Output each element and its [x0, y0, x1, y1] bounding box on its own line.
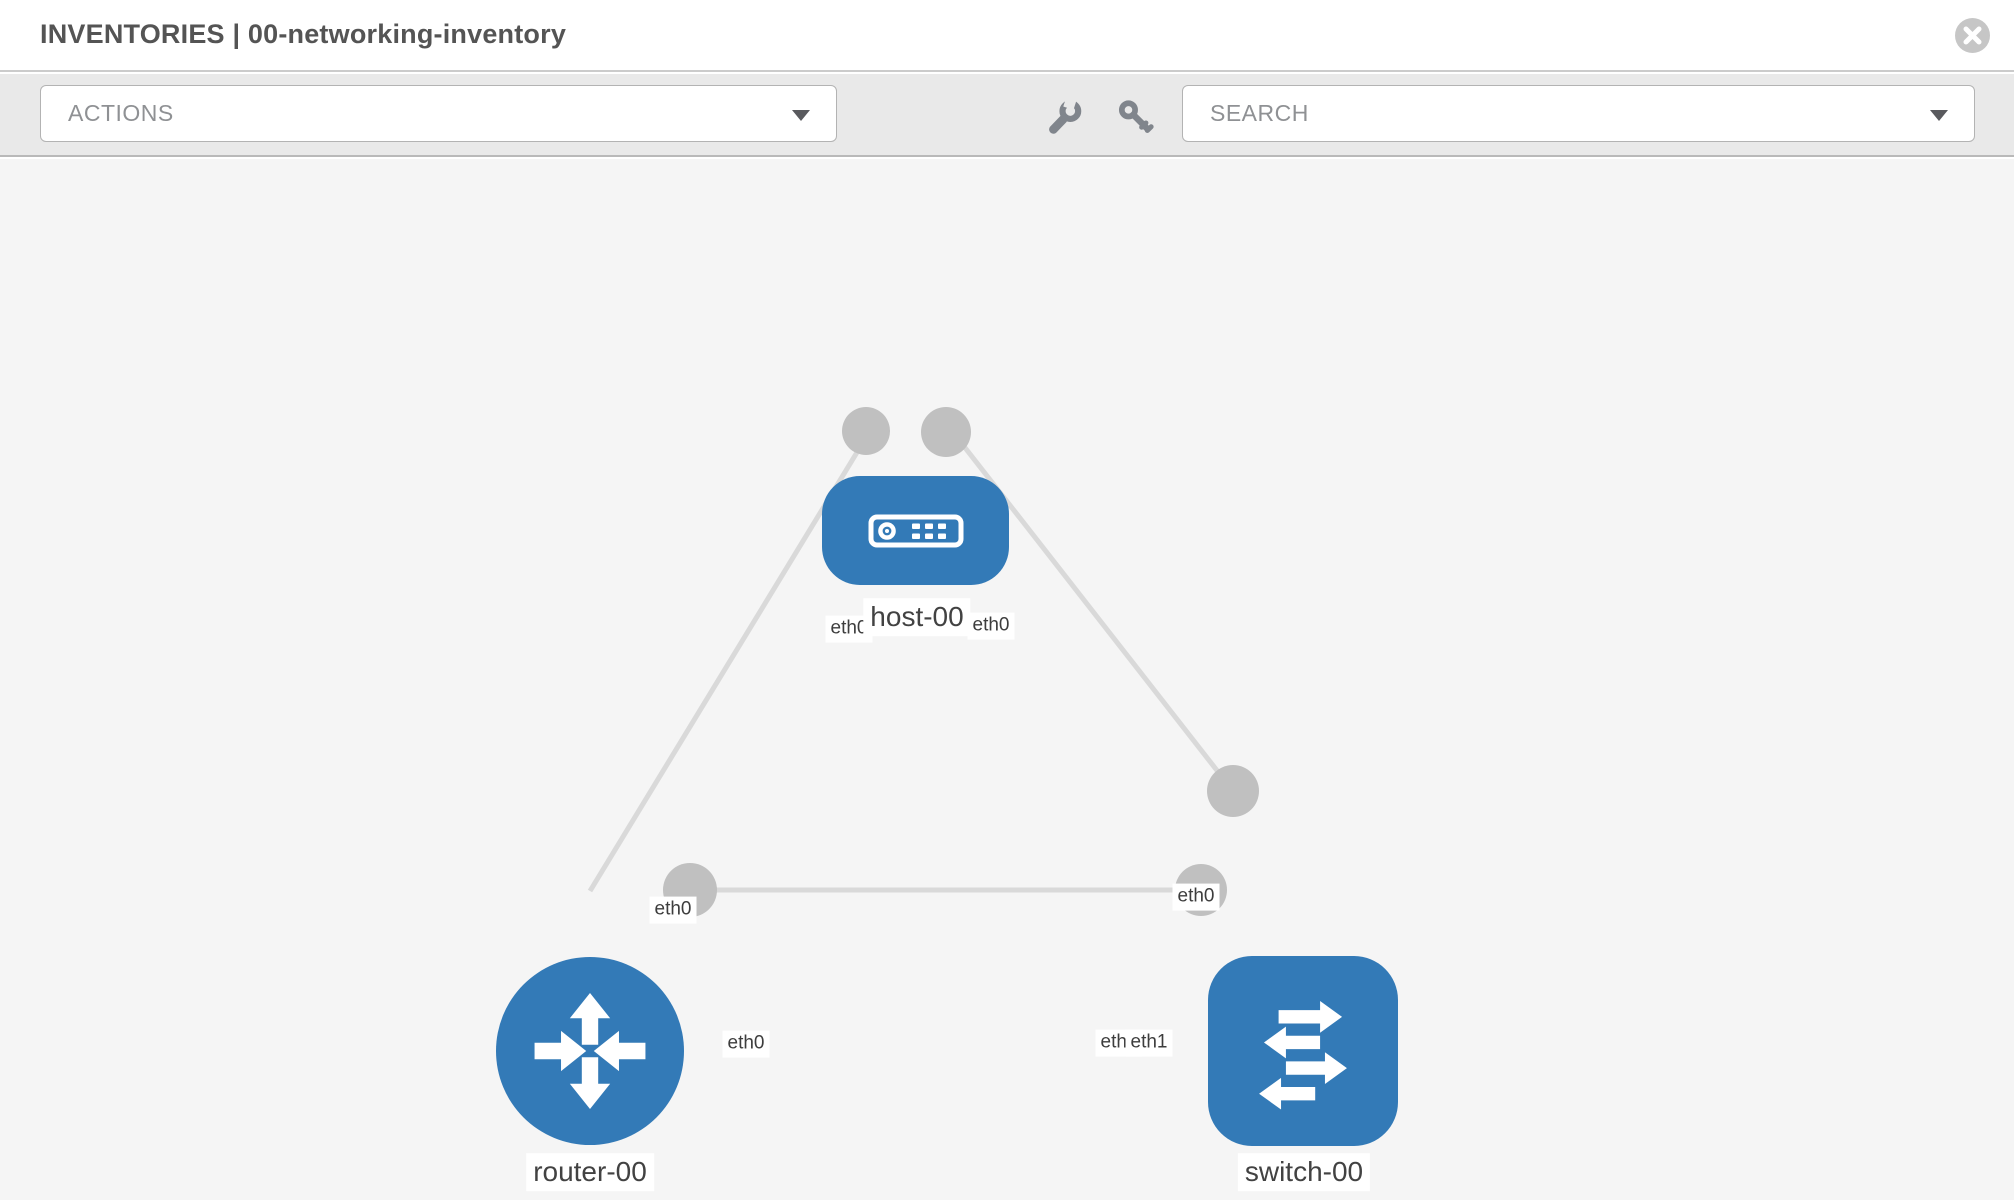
- close-icon: [1963, 26, 1982, 45]
- node-router-00[interactable]: [496, 957, 684, 1145]
- connector-host-left: [842, 407, 890, 455]
- iface-label: eth0: [967, 612, 1015, 640]
- node-switch-00[interactable]: [1208, 956, 1398, 1146]
- node-label-switch-00: switch-00: [1237, 1153, 1371, 1191]
- connector-switch-top: [1207, 765, 1259, 817]
- node-label-router-00: router-00: [526, 1153, 654, 1191]
- search-dropdown[interactable]: SEARCH: [1182, 85, 1975, 142]
- key-icon: [1118, 100, 1154, 134]
- wrench-button[interactable]: [1046, 97, 1084, 136]
- key-button[interactable]: [1116, 98, 1154, 136]
- iface-label: eth1: [1125, 1029, 1173, 1057]
- connector-host-right: [921, 407, 971, 457]
- router-arrows-icon: [534, 993, 646, 1109]
- chevron-down-icon: [1930, 110, 1948, 121]
- edge-layer: [587, 407, 1259, 917]
- node-label-host-00: host-00: [863, 598, 971, 636]
- iface-label: eth0: [1172, 883, 1220, 911]
- switch-arrows-icon: [1259, 1000, 1347, 1110]
- iface-label: eth0: [722, 1030, 770, 1058]
- chevron-down-icon: [792, 110, 810, 121]
- page-title: INVENTORIES | 00-networking-inventory: [40, 19, 567, 49]
- server-icon: [868, 514, 963, 547]
- toolbar: ACTIONS SEARCH: [0, 74, 2014, 157]
- topology-canvas[interactable]: eth0 host-00 eth0 eth0 eth0 eth0 eth0 et…: [0, 159, 2014, 1200]
- close-button[interactable]: [1955, 18, 1990, 53]
- iface-label: eth0: [649, 896, 697, 924]
- actions-dropdown[interactable]: ACTIONS: [40, 85, 837, 142]
- header: INVENTORIES | 00-networking-inventory: [0, 0, 2014, 72]
- node-host-00[interactable]: [822, 476, 1009, 585]
- wrench-icon: [1049, 97, 1082, 134]
- search-dropdown-placeholder: SEARCH: [1210, 100, 1309, 126]
- actions-dropdown-label: ACTIONS: [68, 100, 174, 126]
